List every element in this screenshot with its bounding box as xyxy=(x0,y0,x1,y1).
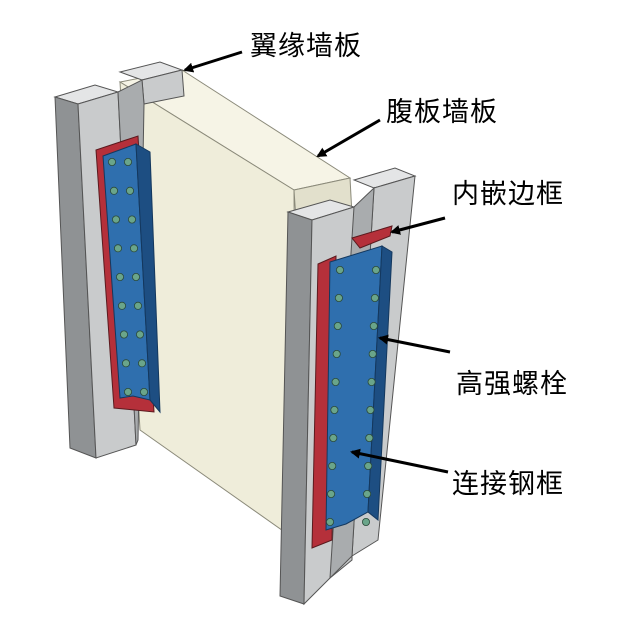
bolt-icon xyxy=(131,272,140,281)
arrow-connecting-steel-frame xyxy=(350,448,449,474)
arrow-flange-wall-panel xyxy=(183,50,243,73)
label-embedded-frame: 内嵌边框 xyxy=(452,179,564,210)
bolt-icon xyxy=(133,301,142,310)
bolt-icon xyxy=(366,405,375,414)
bolt-icon xyxy=(332,349,341,358)
bolt-icon xyxy=(110,186,119,195)
right-embedded-frame-red xyxy=(351,225,393,249)
bolt-icon xyxy=(368,349,377,358)
arrow-high-strength-bolt xyxy=(378,334,451,354)
bolt-icon xyxy=(328,461,337,470)
arrow-embedded-frame xyxy=(390,216,446,235)
bolt-icon xyxy=(329,433,338,442)
bolt-icon xyxy=(369,321,378,330)
bolt-icon xyxy=(127,215,136,224)
right-steel-frame-face xyxy=(325,245,383,531)
left-steel-frame-web xyxy=(135,143,161,414)
bolt-icon xyxy=(361,518,370,527)
bolt-icon xyxy=(330,405,339,414)
bolt-icon xyxy=(135,330,144,339)
right-connecting-steel-frame xyxy=(311,225,393,549)
web-wall-panel xyxy=(118,69,353,541)
bolt-icon xyxy=(139,387,148,396)
bolt-icon xyxy=(137,359,146,368)
bolt-icon xyxy=(116,272,125,281)
label-web-wall-panel: 腹板墙板 xyxy=(386,97,498,128)
bolt-icon xyxy=(118,301,127,310)
callout-arrows xyxy=(183,50,451,474)
right-steel-frame-web xyxy=(367,245,393,521)
bolt-icon xyxy=(367,377,376,386)
bolt-icon xyxy=(333,321,342,330)
bolt-icon xyxy=(124,387,133,396)
bolt-icon xyxy=(325,518,334,527)
bolt-icon xyxy=(112,215,121,224)
bolt-icon xyxy=(331,377,340,386)
label-connecting-steel-frame: 连接钢框 xyxy=(452,469,564,500)
bolt-icon xyxy=(108,157,117,166)
bolt-icon xyxy=(371,265,380,274)
bolt-icon xyxy=(129,244,138,253)
bolt-icon xyxy=(120,330,129,339)
right-bolt-group xyxy=(325,265,380,527)
label-flange-wall-panel: 翼缘墙板 xyxy=(250,31,362,62)
bolt-icon xyxy=(114,244,123,253)
label-high-strength-bolt: 高强螺栓 xyxy=(456,369,568,400)
bolt-icon xyxy=(334,293,343,302)
bolt-icon xyxy=(364,461,373,470)
bolt-icon xyxy=(327,489,336,498)
left-bolt-group xyxy=(108,157,148,396)
bolt-icon xyxy=(124,157,133,166)
bolt-icon xyxy=(363,489,372,498)
bolt-icon xyxy=(335,265,344,274)
bolt-icon xyxy=(370,293,379,302)
left-connecting-steel-frame xyxy=(95,135,161,414)
bolt-icon xyxy=(122,359,131,368)
arrow-web-wall-panel xyxy=(316,118,381,158)
bolt-icon xyxy=(365,433,374,442)
bolt-icon xyxy=(126,186,135,195)
